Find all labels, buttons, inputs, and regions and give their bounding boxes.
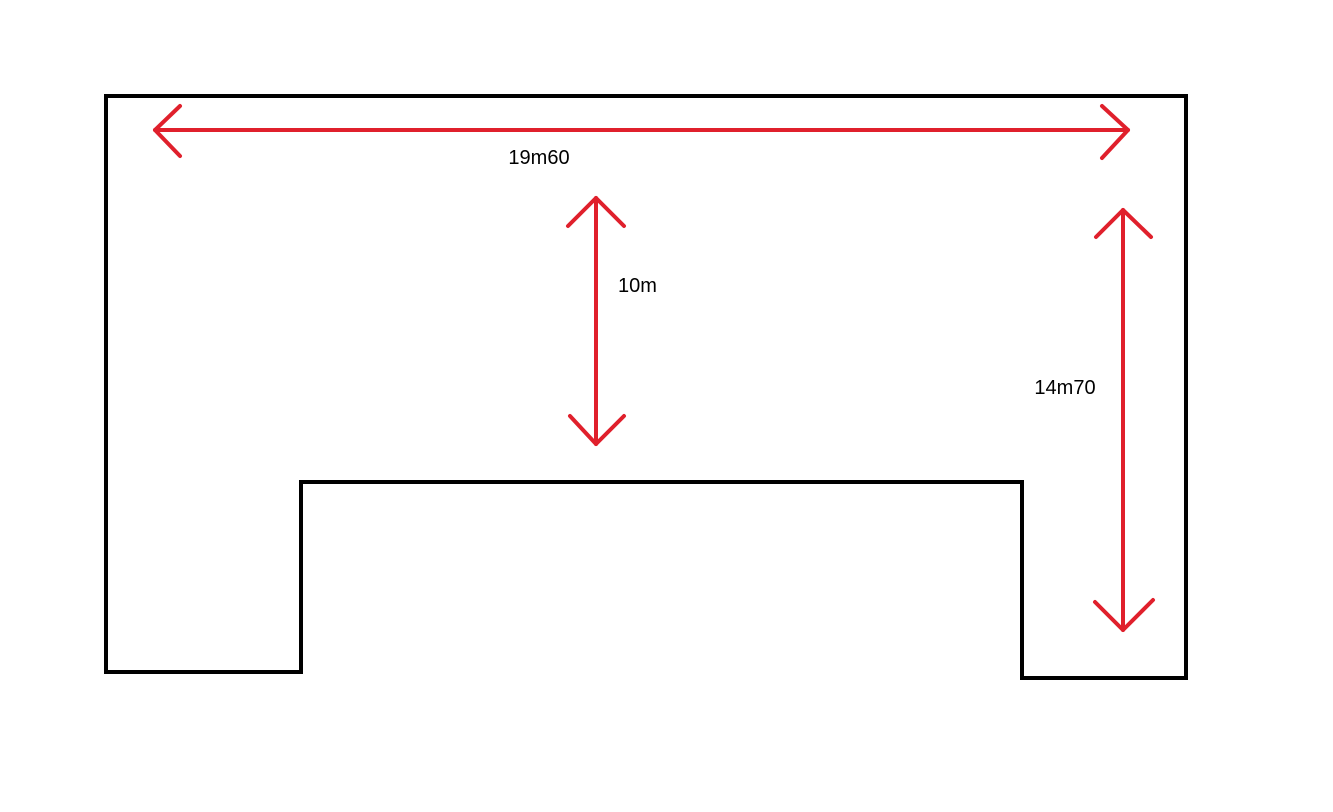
width-dimension-arrow [153, 104, 1130, 160]
right-height-arrow-bottom-head [1093, 598, 1155, 632]
inner-height-arrow-bottom-head [568, 414, 626, 446]
width-dimension-label: 19m60 [508, 147, 569, 169]
inner-height-arrow-top-head [566, 196, 626, 228]
inner-height-dimension-arrow [566, 196, 626, 446]
right-height-arrow-top-head [1094, 208, 1153, 239]
right-height-dimension-arrow [1093, 208, 1155, 632]
width-arrow-right-head [1100, 104, 1130, 160]
inner-height-dimension-label: 10m [618, 275, 657, 297]
right-height-dimension-label: 14m70 [1034, 377, 1095, 399]
width-arrow-left-head [153, 104, 182, 158]
building-outline [104, 94, 1188, 680]
